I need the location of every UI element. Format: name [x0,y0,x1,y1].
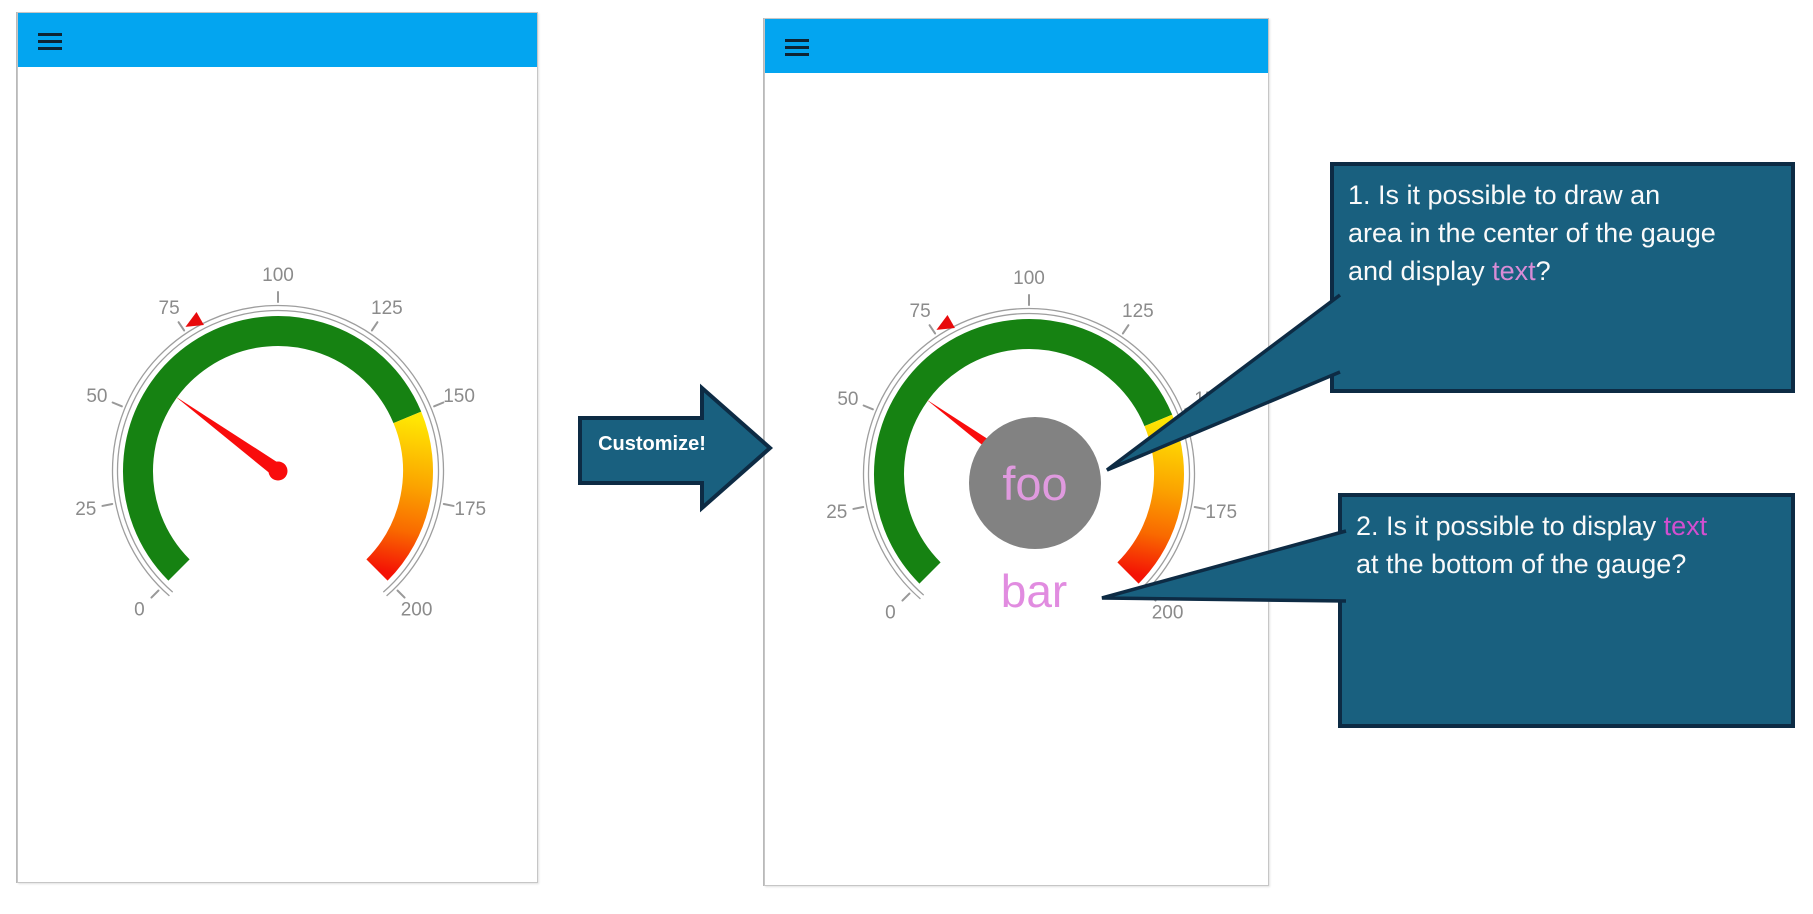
customize-arrow-label: Customize! [598,433,706,455]
callout-word: and display [1348,256,1493,286]
callout-word: at the bottom of the gauge? [1356,549,1687,579]
callout-word: ? [1535,256,1551,286]
gauge-tick-label: 50 [86,386,107,407]
gauge-outer-ring [867,312,1191,596]
callout-highlight-word: text [1663,511,1708,541]
gauge-outer-ring [111,304,445,597]
gauge-tick [101,502,114,507]
gauge-range-green [123,316,422,581]
gauge-tick [111,401,123,408]
gauge-range-gradient [1117,414,1184,584]
gauge-marker-triangle-icon [185,311,204,327]
callout-word: area in the center of the gauge [1348,218,1716,248]
callout-word: 1. Is it possible to draw an [1348,180,1661,210]
gauge-needle-cap [268,461,288,481]
phone-screen-right: 0 25 50 75 100 125 150 175 200 foo bar [764,18,1269,886]
gauge-outer-ring [116,309,440,593]
hamburger-menu-icon[interactable] [785,39,809,56]
gauge-tick [1147,592,1157,602]
gauge-tick-label: 175 [454,499,486,520]
gauge-tick-label: 200 [1152,603,1184,624]
gauge-tick-label: 100 [1013,268,1045,289]
gauge-marker-triangle-icon [936,314,955,330]
gauge-tick-label: 150 [443,386,475,407]
gauge-needle [175,396,283,477]
gauge-tick [396,589,406,599]
gauge-tick-label: 200 [401,600,433,621]
gauge-tick-label: 100 [262,265,294,286]
gauge-tick-label: 75 [910,301,931,322]
phone-screen-left: 0 25 50 75 100 125 150 175 200 [17,12,538,883]
gauge-range-gradient [366,411,433,581]
callout-word: 2. Is it possible to display [1356,511,1664,541]
gauge-tick [852,505,865,510]
gauge-tick [928,324,937,335]
annotation-callout-2: 2. Is it possible to display text at the … [1338,493,1795,728]
app-header-bar [765,19,1268,73]
app-header-bar [18,13,537,67]
gauge-tick-label: 125 [1122,301,1154,322]
gauge-center-annotation-disc: foo [969,417,1101,549]
callout-text-line: 2. Is it possible to display text [1356,507,1777,545]
gauge-center-text: foo [1002,456,1068,510]
gauge-tick [901,592,911,602]
gauge-tick [1184,404,1196,411]
callout-highlight-word: text [1492,256,1536,286]
gauge-tick-label: 75 [159,298,180,319]
gauge-tick [1193,505,1206,510]
gauge-tick-label: 0 [885,603,896,624]
gauge-tick-label: 25 [826,502,847,523]
gauge-tick [177,321,186,332]
gauge-tick-label: 50 [837,389,858,410]
annotation-callout-1: 1. Is it possible to draw an area in the … [1330,162,1795,393]
callout-text-line: at the bottom of the gauge? [1356,545,1777,583]
gauge-tick-label: 25 [75,499,96,520]
callout-text-line: area in the center of the gauge [1348,214,1777,252]
gauge-bottom-text: bar [1000,565,1068,617]
gauge-tick-label: 0 [134,600,145,621]
gauge-tick [370,321,379,332]
callout-text-line: 1. Is it possible to draw an [1348,176,1777,214]
gauge-tick [150,589,160,599]
gauge-tick-label: 125 [371,298,403,319]
gauge-tick-label: 150 [1194,389,1226,410]
gauge-tick-label: 175 [1205,502,1237,523]
customize-arrow [578,383,774,513]
gauge-outer-ring [862,307,1196,600]
radial-gauge: 0 25 50 75 100 125 150 175 200 [75,265,486,621]
gauge-tick [1121,324,1130,335]
gauge-tick [442,502,455,507]
hamburger-menu-icon[interactable] [38,33,62,50]
gauge-tick [433,401,445,408]
gauge-tick [862,404,874,411]
callout-text-line: and display text? [1348,252,1777,290]
